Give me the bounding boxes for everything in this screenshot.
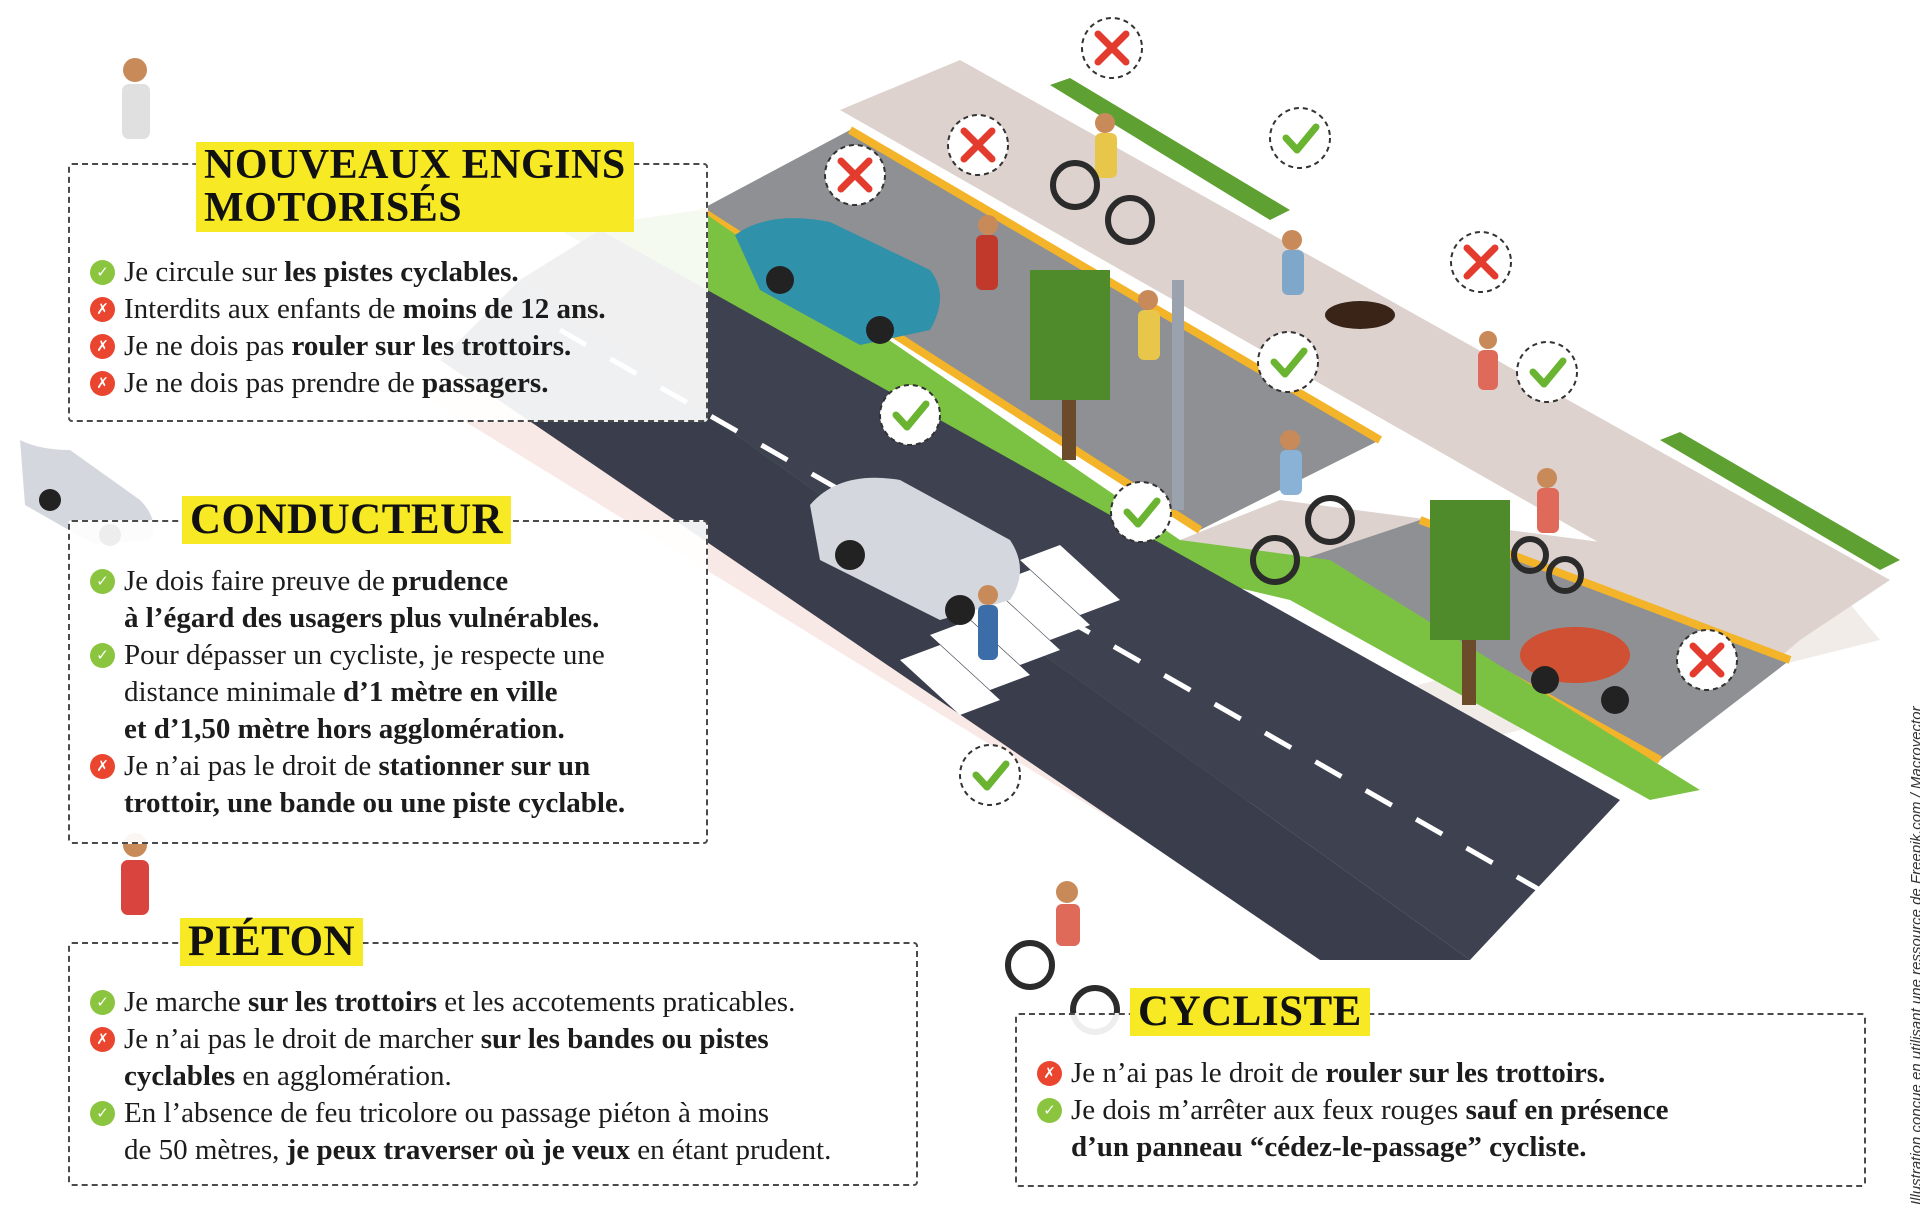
rule-text: Interdits aux enfants de (124, 293, 403, 325)
rule-text-bold: les pistes cyclables. (284, 256, 519, 288)
engins-list: ✓ Je circule sur les pistes cyclables. ✗ In… (88, 254, 698, 402)
cycliste-list: ✗ Je n’ai pas le droit de rouler sur les … (1035, 1055, 1855, 1166)
hedge (1050, 78, 1290, 220)
rule-text: Je ne dois pas (124, 330, 292, 362)
rule-text-bold: d’1 mètre en ville (343, 676, 558, 708)
image-credit: Illustration conçue en utilisant une res… (1908, 706, 1920, 1205)
rule-item: ✓ Je dois faire preuve de prudence à l’éga… (88, 563, 698, 637)
bicycle-wheels (1005, 160, 1584, 1035)
rule-text-bold: trottoir, une bande ou une piste cyclabl… (124, 787, 626, 819)
rule-text-bold: d’un panneau “cédez-le-passage” cycliste… (1071, 1131, 1587, 1163)
check-icon: ✓ (1037, 1098, 1062, 1123)
scooter (1520, 627, 1630, 714)
rule-text: En l’absence de feu tricolore ou passage… (124, 1097, 770, 1129)
rule-text-bold: cyclables (124, 1060, 236, 1092)
rule-text: Je marche (124, 986, 248, 1018)
rule-text: Je n’ai pas le droit de (124, 750, 379, 782)
rule-text-bold: à l’égard des usagers plus vulnérables. (124, 602, 600, 634)
cycliste-title: CYCLISTE (1130, 988, 1370, 1036)
marker-cross (947, 114, 1009, 176)
rule-item: ✗ Interdits aux enfants de moins de 12 an… (88, 291, 698, 328)
rule-item: ✗ Je n’ai pas le droit de marcher sur les… (88, 1021, 908, 1095)
rule-item: ✓ Je circule sur les pistes cyclables. (88, 254, 698, 291)
engins-title-line2: MOTORISÉS (204, 184, 463, 231)
check-icon: ✓ (90, 1101, 115, 1126)
rule-text: Pour dépasser un cycliste, je respecte u… (124, 639, 605, 671)
marker-check (1516, 341, 1578, 403)
check-icon: ✓ (90, 990, 115, 1015)
pieton-title: PIÉTON (180, 918, 364, 966)
rule-text: en agglomération. (235, 1060, 452, 1092)
marker-cross (1081, 17, 1143, 79)
dog (1325, 301, 1395, 329)
cross-icon: ✗ (1037, 1061, 1062, 1086)
rule-text-bold: sauf en présence (1465, 1094, 1669, 1126)
rule-text-bold: je peux traverser où je veux (286, 1134, 631, 1166)
rule-text: Je n’ai pas le droit de (1071, 1057, 1326, 1089)
cross-icon: ✗ (90, 754, 115, 779)
sidewalk (840, 60, 1890, 640)
rule-text: et les accotements praticables. (437, 986, 796, 1018)
marker-check (1269, 107, 1331, 169)
rule-text: Je dois faire preuve de (124, 565, 393, 597)
conducteur-box (68, 520, 708, 844)
rule-text: en étant prudent. (630, 1134, 832, 1166)
marker-check (1257, 331, 1319, 393)
cycliste-box (1015, 1013, 1866, 1187)
road-center-line (558, 327, 1542, 893)
engins-title-line1: NOUVEAUX ENGINS (204, 142, 626, 188)
rule-text: Je n’ai pas le droit de marcher (124, 1023, 481, 1055)
rule-item: ✓ Je dois m’arrêter aux feux rouges sauf … (1035, 1092, 1855, 1166)
rule-text-bold: rouler sur les trottoirs. (1325, 1057, 1606, 1089)
marker-cross (824, 144, 886, 206)
hedge (1660, 432, 1900, 570)
pieton-box (68, 942, 918, 1186)
rule-text-bold: stationner sur un (378, 750, 591, 782)
rule-text: Je ne dois pas prendre de (124, 367, 422, 399)
rule-item: ✓ En l’absence de feu tricolore ou passag… (88, 1095, 908, 1169)
tree-canopy (1430, 500, 1510, 640)
rule-text: distance minimale (124, 676, 344, 708)
marker-check (1110, 481, 1172, 543)
rule-text-bold: passagers. (421, 367, 549, 399)
car-white (810, 477, 1020, 625)
cross-icon: ✗ (90, 297, 115, 322)
marker-cross (1676, 629, 1738, 691)
conducteur-title: CONDUCTEUR (182, 496, 512, 544)
pieton-list: ✓ Je marche sur les trottoirs et les acco… (88, 984, 908, 1169)
check-icon: ✓ (90, 569, 115, 594)
grass-strip (560, 210, 1700, 800)
rule-text: Je circule sur (124, 256, 285, 288)
rule-item: ✗ Je ne dois pas prendre de passagers. (88, 365, 698, 402)
rule-item: ✓ Pour dépasser un cycliste, je respecte … (88, 637, 698, 748)
rule-text-bold: sur les trottoirs (248, 986, 438, 1018)
rule-text-bold: rouler sur les trottoirs. (291, 330, 572, 362)
rule-text-bold: moins de 12 ans. (402, 293, 606, 325)
rule-text: Je dois m’arrêter aux feux rouges (1071, 1094, 1466, 1126)
tree-trunk (1062, 400, 1076, 460)
cross-icon: ✗ (90, 334, 115, 359)
car-blue (735, 218, 940, 345)
rule-item: ✗ Je n’ai pas le droit de stationner sur … (88, 748, 698, 822)
rule-item: ✗ Je ne dois pas rouler sur les trottoirs… (88, 328, 698, 365)
check-icon: ✓ (90, 260, 115, 285)
rule-text-bold: sur les bandes ou pistes (480, 1023, 769, 1055)
cross-icon: ✗ (90, 1027, 115, 1052)
engins-title: NOUVEAUX ENGINS MOTORISÉS (196, 142, 634, 232)
rule-text: de 50 mètres, (124, 1134, 287, 1166)
rule-text-bold: et d’1,50 mètre hors agglomération. (124, 713, 565, 745)
tree-trunk (1462, 640, 1476, 705)
marker-check (879, 384, 941, 446)
conducteur-list: ✓ Je dois faire preuve de prudence à l’éga… (88, 563, 698, 822)
rule-item: ✓ Je marche sur les trottoirs et les acco… (88, 984, 908, 1021)
cross-icon: ✗ (90, 371, 115, 396)
marker-cross (1450, 231, 1512, 293)
tree-canopy (1030, 270, 1110, 400)
rule-text-bold: prudence (392, 565, 509, 597)
lamp-post (1172, 280, 1184, 510)
check-icon: ✓ (90, 643, 115, 668)
rule-item: ✗ Je n’ai pas le droit de rouler sur les … (1035, 1055, 1855, 1092)
marker-check (959, 744, 1021, 806)
